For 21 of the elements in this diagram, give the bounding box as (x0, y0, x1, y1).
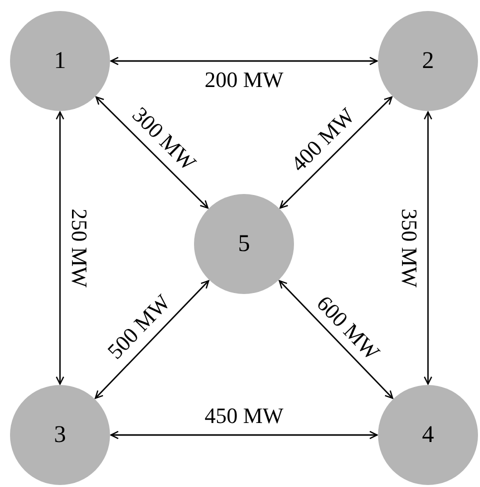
edge-label: 600 MW (312, 291, 384, 364)
edge-label: 300 MW (128, 102, 200, 174)
edge-label: 400 MW (287, 104, 359, 176)
double-arrow (424, 111, 432, 385)
double-arrow (56, 111, 64, 385)
edge-label: 200 MW (204, 69, 284, 91)
double-arrow (110, 56, 378, 66)
node-number: 1 (54, 48, 66, 74)
node-number: 2 (422, 48, 434, 74)
double-arrow (280, 96, 392, 209)
edge-label: 450 MW (204, 405, 284, 427)
edge-label: 250 MW (68, 208, 90, 288)
node-number: 5 (238, 230, 250, 258)
double-arrow (96, 96, 208, 209)
double-arrow (278, 280, 394, 399)
node-number: 3 (54, 422, 66, 448)
edge-label: 500 MW (104, 290, 174, 363)
double-arrow (94, 280, 210, 399)
edge-label: 350 MW (398, 208, 420, 288)
node-number: 4 (422, 422, 434, 448)
double-arrow (110, 430, 378, 440)
